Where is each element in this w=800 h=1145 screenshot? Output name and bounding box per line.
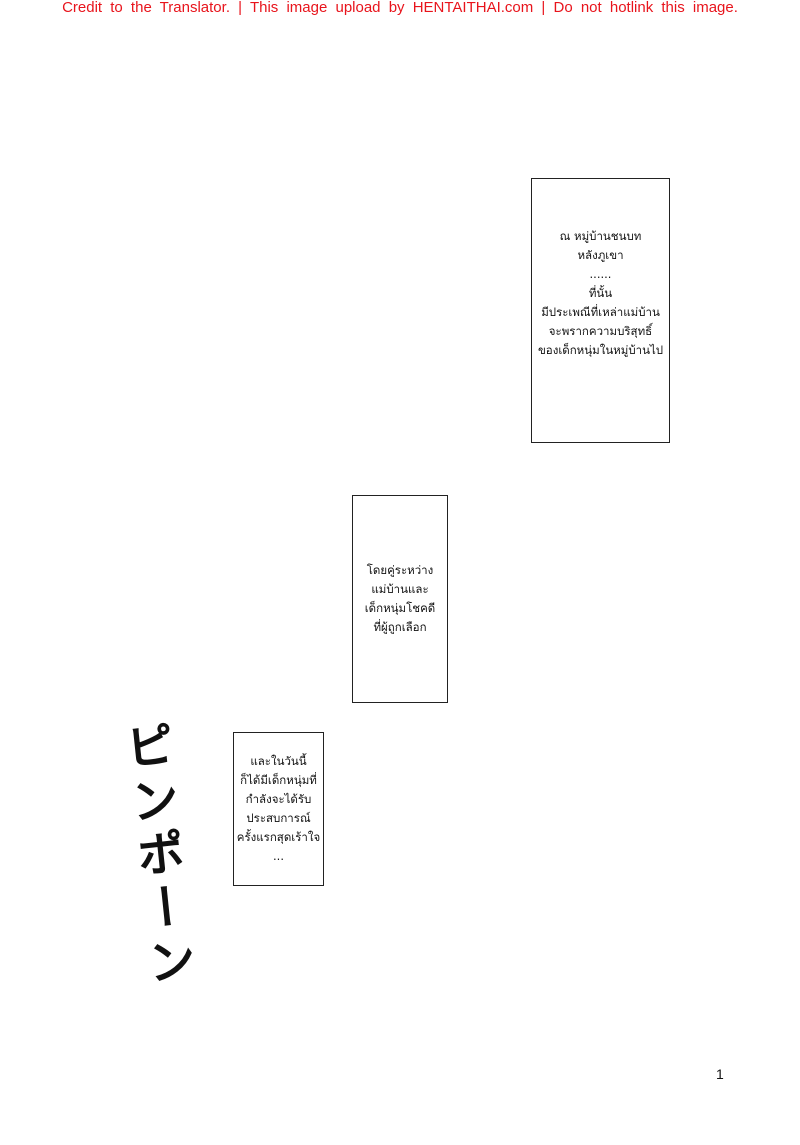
caption-line: ก็ได้มีเด็กหนุ่มที่ — [240, 773, 317, 787]
caption-line: กำลังจะได้รับ — [245, 792, 312, 806]
caption-line: และในวันนี้ — [250, 754, 307, 768]
caption-line: ณ หมู่บ้านชนบท — [559, 229, 642, 243]
caption-line: ที่นั้น — [588, 286, 613, 300]
caption-line: ครั้งแรกสุดเร้าใจ — [236, 830, 321, 844]
doorbell-sound-effect: ピンポーン — [113, 718, 198, 994]
caption-line: ของเด็กหนุ่มในหมู่บ้านไป — [537, 343, 664, 357]
caption-line: ... — [273, 849, 284, 863]
caption-line: จะพรากความบริสุทธิ์ — [548, 324, 653, 338]
caption-box-today: และในวันนี้ ก็ได้มีเด็กหนุ่มที่ กำลังจะไ… — [233, 732, 324, 886]
caption-line: โดยคู่ระหว่าง — [366, 563, 434, 577]
caption-line: ประสบการณ์ — [246, 811, 311, 825]
page-number: 1 — [716, 1066, 724, 1082]
caption-line: หลังภูเขา — [577, 248, 624, 262]
credit-banner: Credit to the Translator. | This image u… — [62, 0, 738, 16]
caption-line: ...... — [589, 267, 612, 281]
caption-box-intro: ณ หมู่บ้านชนบท หลังภูเขา ...... ที่นั้น … — [531, 178, 670, 443]
caption-line: มีประเพณีที่เหล่าแม่บ้าน — [541, 305, 660, 319]
caption-box-pairing: โดยคู่ระหว่าง แม่บ้านและ เด็กหนุ่มโชคดี … — [352, 495, 448, 703]
caption-line: ที่ผู้ถูกเลือก — [373, 620, 427, 634]
caption-line: เด็กหนุ่มโชคดี — [364, 601, 436, 615]
caption-line: แม่บ้านและ — [371, 582, 429, 596]
